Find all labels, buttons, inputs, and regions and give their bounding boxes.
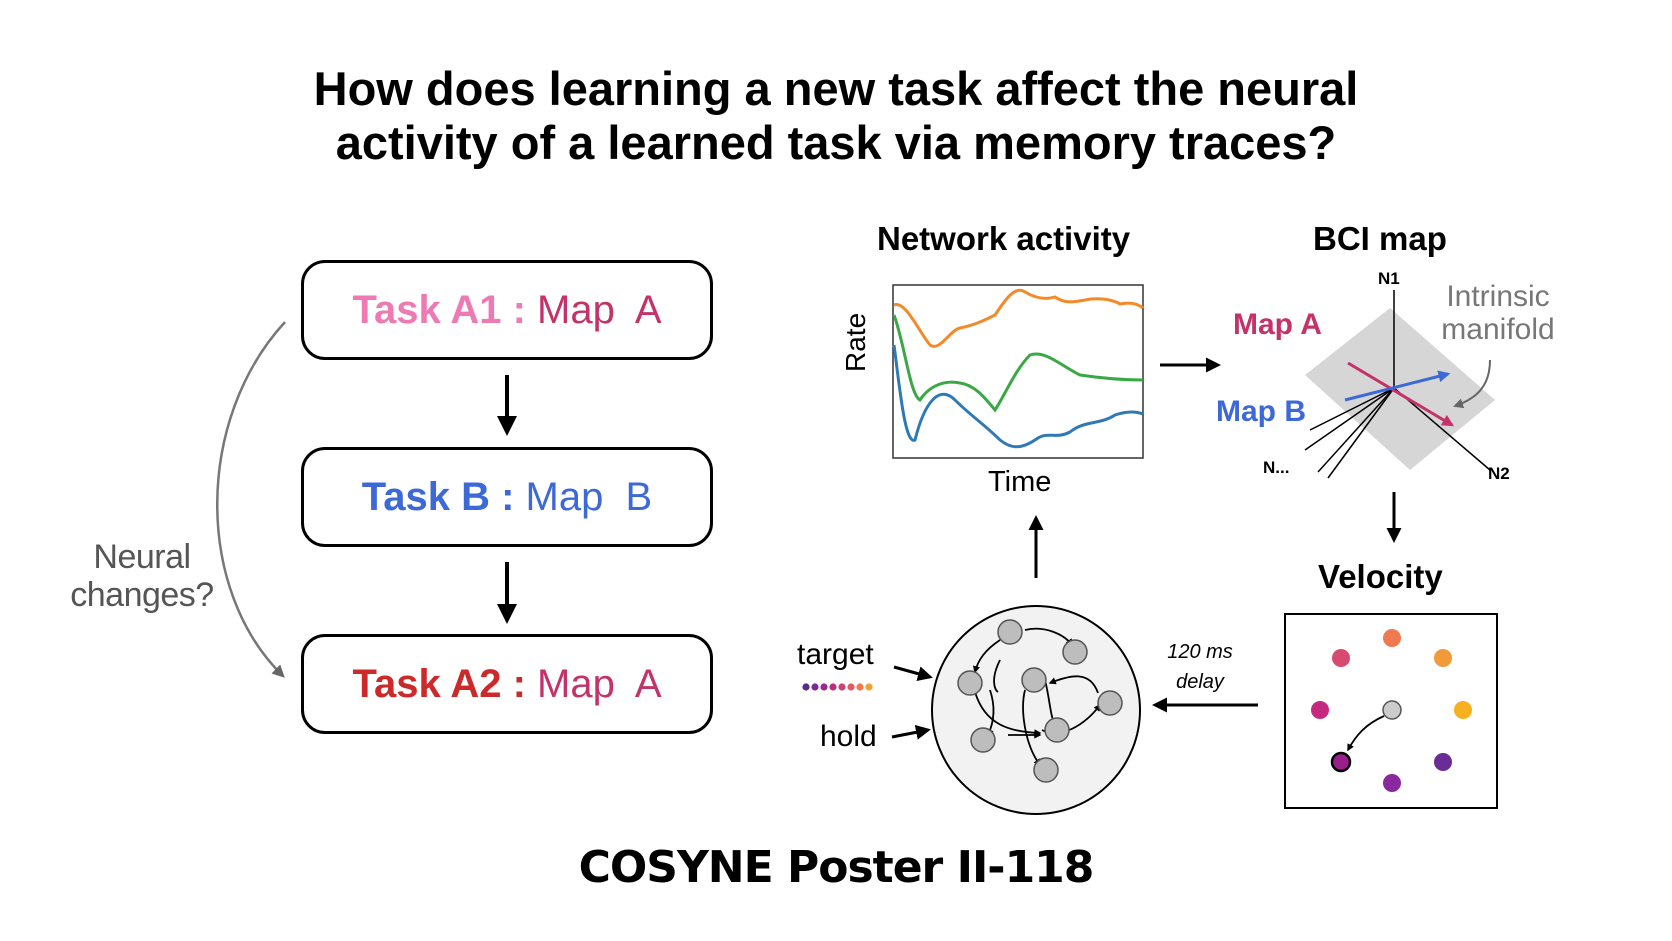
neural-changes-line-1: Neural xyxy=(93,538,191,576)
title-line-2: activity of a learned task via memory tr… xyxy=(335,116,1337,169)
task-a1-map: Map A xyxy=(537,287,662,332)
map-b-label: Map B xyxy=(1216,395,1306,428)
task-a2-name: Task A2 xyxy=(352,661,502,706)
neural-changes-arrow xyxy=(216,321,286,678)
target-input-label: target xyxy=(797,638,874,671)
task-b-separator: : xyxy=(489,474,526,519)
network-activity-heading: Network activity xyxy=(877,220,1131,257)
blue-trace xyxy=(892,344,1144,449)
velocity-target-8 xyxy=(1332,649,1350,667)
map-a-label: Map A xyxy=(1233,308,1322,341)
neural-changes-line-2: changes? xyxy=(70,576,214,614)
velocity-target-7 xyxy=(1311,701,1329,719)
axis-n2-label: N2 xyxy=(1488,464,1510,483)
velocity-heading: Velocity xyxy=(1318,558,1443,595)
rnn-node-4 xyxy=(1021,667,1047,693)
velocity-path-arrow xyxy=(1347,715,1385,752)
green-trace xyxy=(892,314,1144,413)
delay-line-1: 120 ms xyxy=(1167,641,1233,663)
velocity-target-2 xyxy=(1434,649,1452,667)
task-a2-map: Map A xyxy=(537,661,662,706)
task-a1-name: Task A1 xyxy=(352,287,502,332)
rnn-node-3 xyxy=(957,670,983,696)
orange-trace xyxy=(893,288,1144,348)
map-a-vector xyxy=(1347,361,1455,427)
hold-input-label: hold xyxy=(820,720,877,753)
manifold-line-2: manifold xyxy=(1441,313,1555,346)
rnn-node-7 xyxy=(1044,717,1070,743)
axis-n-2 xyxy=(1304,387,1395,451)
rnn-node-8 xyxy=(1033,757,1059,783)
intrinsic-manifold-label: Intrinsic manifold xyxy=(1428,280,1568,346)
rnn-node-5 xyxy=(1097,690,1123,716)
rnn-circle xyxy=(931,605,1141,815)
axis-n1-label: N1 xyxy=(1378,269,1400,288)
rnn-node-1 xyxy=(997,619,1023,645)
page-title: How does learning a new task affect the … xyxy=(0,62,1672,170)
task-a1-box: Task A1 : Map A xyxy=(301,260,713,360)
task-b-name: Task B xyxy=(361,474,490,519)
bci-map-heading: BCI map xyxy=(1313,220,1447,257)
rnn-nodes xyxy=(957,619,1123,783)
velocity-target-5 xyxy=(1383,774,1401,792)
target-color-dots xyxy=(802,683,873,691)
neural-changes-note: Neural changes? xyxy=(58,538,226,614)
delay-label: 120 ms delay xyxy=(1160,637,1240,697)
axis-n-label: N... xyxy=(1263,458,1290,477)
task-a2-box: Task A2 : Map A xyxy=(301,634,713,734)
axis-n-4 xyxy=(1327,387,1395,479)
intrinsic-manifold-plane xyxy=(1305,308,1495,470)
task-a2-separator: : xyxy=(501,661,537,706)
poster-id: COSYNE Poster II-118 xyxy=(578,842,1095,893)
velocity-cursor xyxy=(1382,700,1402,720)
title-line-1: How does learning a new task affect the … xyxy=(313,62,1359,115)
task-b-map: Map B xyxy=(525,474,653,519)
task-b-box: Task B : Map B xyxy=(301,447,713,547)
axis-n-1 xyxy=(1309,387,1395,431)
delay-line-2: delay xyxy=(1176,671,1224,693)
velocity-target-4 xyxy=(1434,753,1452,771)
task-a1-separator: : xyxy=(501,287,537,332)
manifold-line-1: Intrinsic xyxy=(1446,280,1550,313)
velocity-target-6 xyxy=(1330,751,1352,773)
arrow-hold-input xyxy=(891,724,931,740)
time-axis-label: Time xyxy=(988,466,1052,498)
manifold-pointer-arrow xyxy=(1453,359,1491,409)
velocity-target-3 xyxy=(1454,701,1472,719)
map-b-vector xyxy=(1344,370,1451,402)
velocity-target-1 xyxy=(1383,629,1401,647)
rnn-node-2 xyxy=(1062,639,1088,665)
rnn-node-6 xyxy=(970,727,996,753)
axis-n-3 xyxy=(1317,387,1395,473)
arrow-target-input xyxy=(893,665,933,682)
